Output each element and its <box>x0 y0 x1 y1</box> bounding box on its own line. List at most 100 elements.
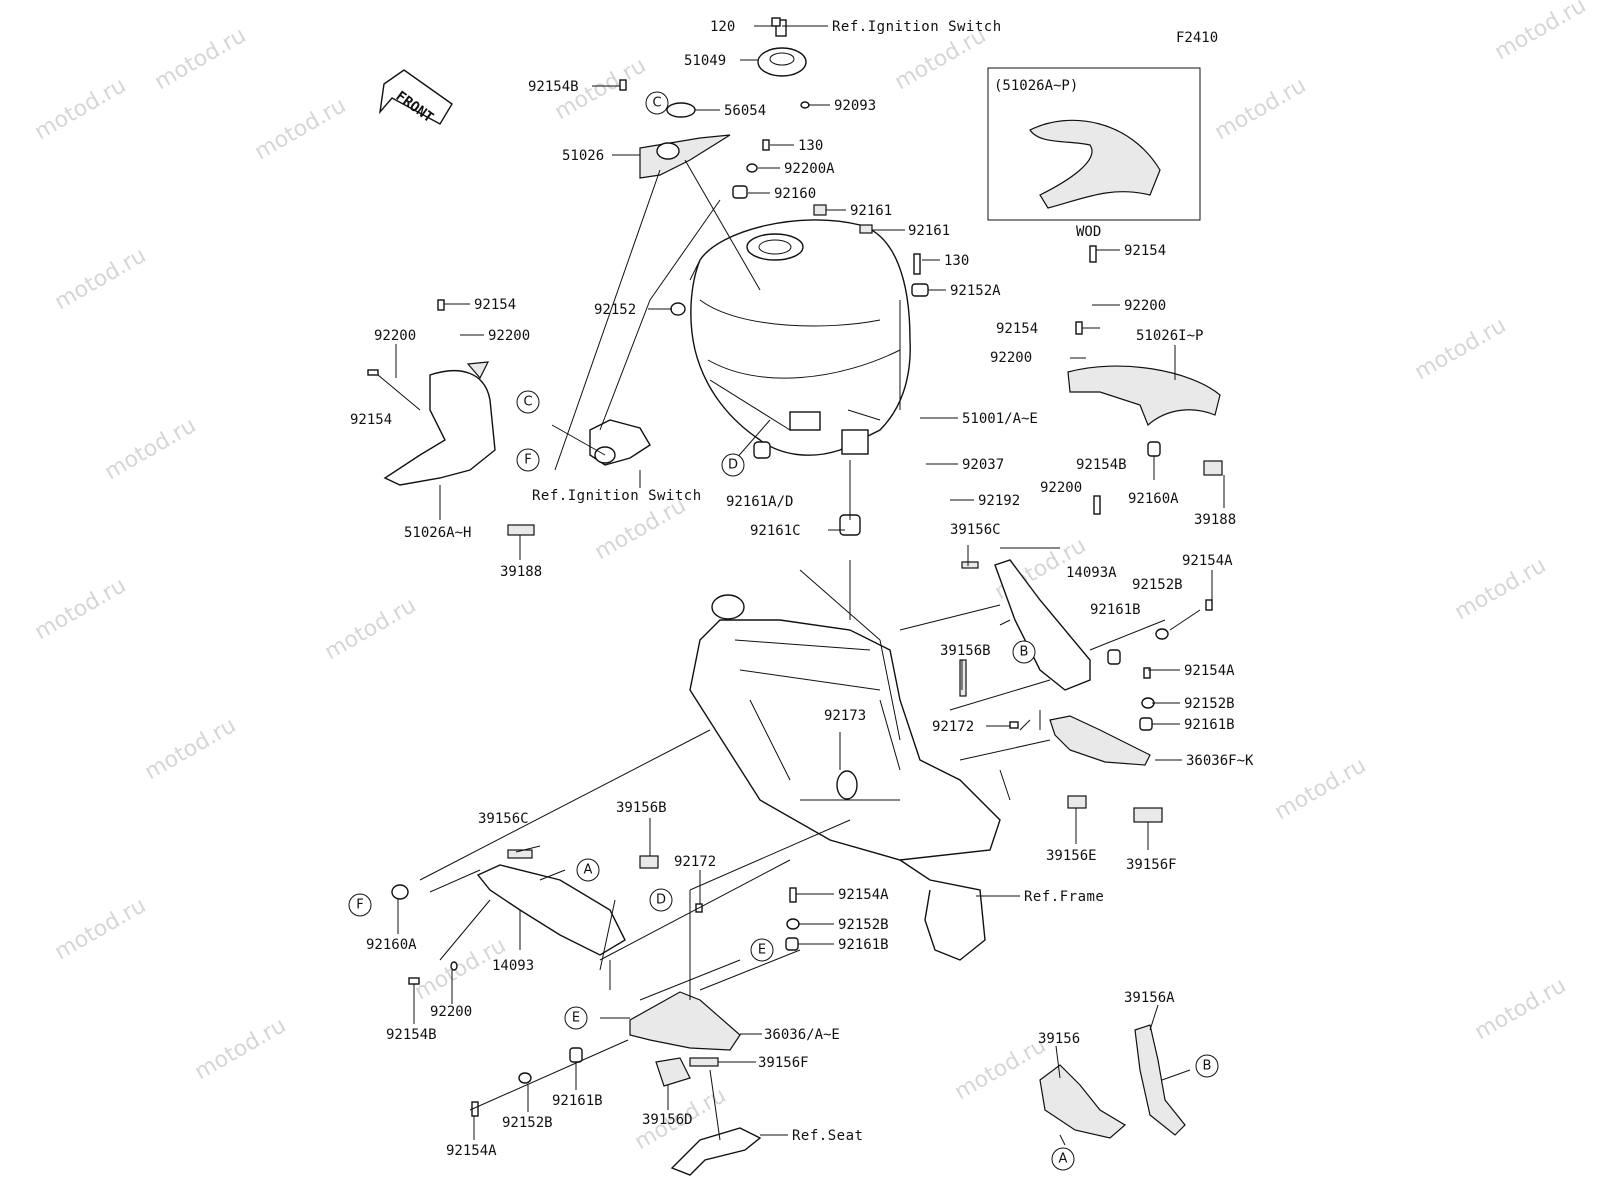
watermark: motod.ru <box>951 1033 1051 1105</box>
tank-cover-variant-shape <box>1029 119 1161 209</box>
callout-a-bottom <box>1051 1147 1075 1171</box>
part-label: 51001/A~E <box>962 411 1038 427</box>
part-label: 130 <box>944 253 969 269</box>
washer-92093 <box>800 101 810 109</box>
callout-b-bottom-text: B <box>1203 1059 1212 1074</box>
part-label: 92154 <box>996 321 1038 337</box>
damper-92161B-icon <box>1107 649 1121 665</box>
front-arrow: FRONT <box>378 69 453 126</box>
cover-36036F <box>1049 715 1151 766</box>
collar-92152B-icon <box>518 1072 532 1084</box>
watermark: motod.ru <box>141 713 241 785</box>
fairing-14093 <box>476 864 626 956</box>
watermark: motod.ru <box>1451 553 1551 625</box>
callout-b-bottom <box>1195 1054 1219 1078</box>
part-label: 51026I~P <box>1136 328 1203 344</box>
inset-frame <box>987 67 1201 221</box>
part-label: 92161B <box>552 1093 603 1109</box>
hose-92192-outer <box>879 462 951 546</box>
part-label: 39156 <box>1038 1031 1080 1047</box>
part-label: 56054 <box>724 103 766 119</box>
callout-b-right <box>1012 640 1036 664</box>
reference-labels: Ref.Ignition Switch Ref.Ignition Switch … <box>532 19 1104 1144</box>
part-label: 14093A <box>1066 565 1117 581</box>
part-label: 39188 <box>500 564 542 580</box>
tank-fuel-pump-mount <box>841 429 869 455</box>
clip-92161-b <box>859 224 873 234</box>
fairing-14093A <box>994 559 1091 691</box>
part-label: 92161B <box>838 937 889 953</box>
callout-f-bottom <box>348 893 372 917</box>
pad-39156D <box>655 1057 691 1087</box>
part-label: 39156F <box>1126 857 1177 873</box>
part-label: 130 <box>798 138 823 154</box>
figure-code: F2410 <box>1176 30 1218 46</box>
part-label: 120 <box>710 19 735 35</box>
part-label: 92160A <box>366 937 417 953</box>
front-arrow-icon <box>378 69 453 125</box>
callout-a-cover-text: A <box>584 863 593 878</box>
callout-f-left-text: F <box>524 453 531 468</box>
callout-a-cover <box>576 858 600 882</box>
part-label: 92152 <box>594 302 636 318</box>
frame-steering-head <box>711 594 745 620</box>
part-label: 92200 <box>990 350 1032 366</box>
part-labels: 120 51049 92154B 56054 92093 51026 130 9… <box>350 19 1254 1159</box>
hose-92192-inner <box>879 461 952 547</box>
cover-grommet <box>656 142 680 160</box>
frame-mount-boss <box>836 770 858 800</box>
part-label: 39188 <box>1194 512 1236 528</box>
watermark: motod.ru <box>1471 973 1571 1045</box>
strip-39156B-r <box>959 659 967 697</box>
variant-inset: (51026A~P) WOD <box>987 67 1201 240</box>
bolt-92154-icon <box>367 369 379 376</box>
part-label: 39156F <box>758 1055 809 1071</box>
clip-92161-a <box>813 204 827 216</box>
bolt-92154-icon <box>1089 245 1097 263</box>
part-label: 39156B <box>616 800 667 816</box>
damper-92160A-icon <box>391 884 409 900</box>
watermark: motod.ru <box>191 1013 291 1085</box>
part-label: 92200 <box>488 328 530 344</box>
part-label: 92161 <box>908 223 950 239</box>
bolt-92172-icon <box>1009 721 1019 729</box>
part-label: 92154 <box>350 412 392 428</box>
watermark: motod.ru <box>321 593 421 665</box>
washer-92200A-icon <box>746 163 758 173</box>
damper-92161B-icon <box>569 1047 583 1063</box>
strip-39156C-l <box>507 849 533 859</box>
part-label: 92152B <box>1184 696 1235 712</box>
part-label: 92161B <box>1090 602 1141 618</box>
part-label: 51049 <box>684 53 726 69</box>
bolt-92154-icon <box>437 299 445 311</box>
leader-lines <box>377 25 1225 1146</box>
grommet-92152 <box>670 302 686 316</box>
part-label: 92172 <box>674 854 716 870</box>
part-label: 92173 <box>824 708 866 724</box>
ref-ignition-switch-top: Ref.Ignition Switch <box>832 19 1002 35</box>
inset-caption: WOD <box>1076 224 1101 240</box>
part-label: 92200A <box>784 161 835 177</box>
part-label: 39156C <box>478 811 529 827</box>
left-side-cover-51026A <box>383 369 496 486</box>
tank-contour-line <box>699 299 881 327</box>
part-label: 36036F~K <box>1186 753 1254 769</box>
pad-39156 <box>1039 1064 1127 1139</box>
label-39188-r <box>1203 460 1223 476</box>
part-label: 92161A/D <box>726 494 793 510</box>
o-ring-56054 <box>666 102 696 118</box>
part-label: 92200 <box>374 328 416 344</box>
damper-92160 <box>732 185 748 199</box>
damper-92161B-icon <box>785 937 799 951</box>
tank-bracket <box>789 411 821 431</box>
part-label: 92161C <box>750 523 801 539</box>
bolt-130-icon <box>762 139 770 151</box>
right-side-cover-51026I <box>1067 365 1221 427</box>
frame-rear-bracket <box>899 859 986 961</box>
ref-seat: Ref.Seat <box>792 1128 863 1144</box>
damper-92160A-r <box>1147 441 1161 457</box>
part-label: 92037 <box>962 457 1004 473</box>
callout-c-top <box>645 91 669 115</box>
callout-f-bottom-text: F <box>356 898 363 913</box>
fuel-filler-inner <box>758 239 792 255</box>
